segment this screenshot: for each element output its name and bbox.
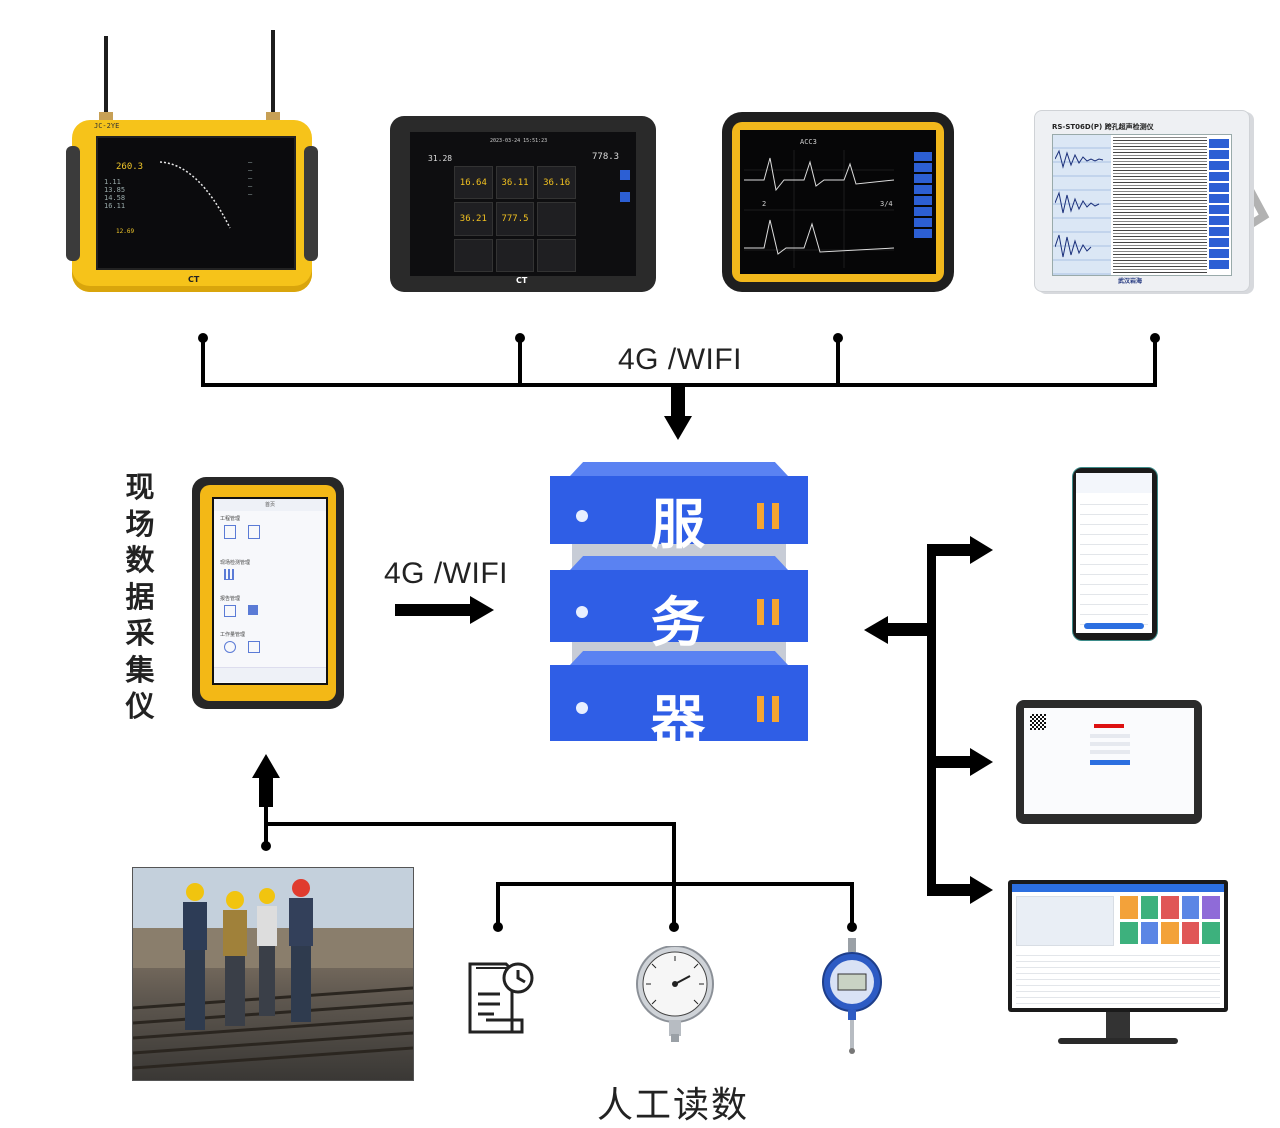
manual-reading-label: 人工读数 — [597, 1085, 750, 1126]
app-section: 报告管理 — [220, 596, 241, 602]
device-oscilloscope: ACC3 2 3/4 — [722, 112, 954, 292]
server-drive-bars-icon — [757, 503, 779, 529]
cell: 36.16 — [537, 166, 576, 200]
device-screen: ACC3 2 3/4 — [740, 130, 936, 274]
chart-icon — [224, 569, 234, 580]
readout: 2 — [762, 200, 767, 208]
arrow-manual-to-collector — [252, 754, 280, 807]
waveform-plot — [1055, 149, 1104, 258]
cell — [537, 202, 576, 236]
collector-label-char: 现 — [125, 470, 155, 504]
site-photo — [132, 867, 414, 1081]
check-icon — [224, 605, 236, 617]
qr-code-icon — [1030, 714, 1046, 730]
site-workers-image — [133, 868, 413, 1070]
collector-label-char: 采 — [125, 616, 155, 650]
arrow-collector-to-server — [395, 596, 494, 624]
device-datetime: 2023-03-24 15:51:23 — [490, 138, 548, 144]
arrow-bus-to-server — [664, 385, 692, 440]
collector-label: 现 场 数 据 采 集 仪 — [118, 470, 162, 724]
collector-label-char: 仪 — [125, 689, 155, 723]
reading: 31.28 — [428, 154, 453, 163]
document-clock-icon — [468, 962, 534, 1034]
collector-label-char: 集 — [125, 652, 155, 687]
pressure-gauge-icon — [636, 946, 714, 1042]
cell: 16.64 — [454, 166, 493, 200]
cell — [454, 238, 493, 272]
calendar-icon — [248, 641, 260, 653]
gear-icon — [224, 641, 236, 653]
top-bus-nodes — [198, 333, 1160, 343]
server-led-icon — [576, 606, 588, 618]
cell: 777.5 — [495, 202, 535, 236]
dial-indicator-icon — [822, 938, 882, 1054]
reading: 778.3 — [592, 152, 620, 162]
device-brand: JC-2YE — [94, 122, 120, 130]
server-drive-bars-icon — [757, 696, 779, 722]
manual-tree-nodes — [261, 841, 857, 932]
curve-plot — [159, 161, 231, 229]
device-ultrasonic: RS-ST06D(P) 跨孔超声检测仪 武汉岩海 — [1034, 110, 1278, 292]
cell: 36.21 — [454, 202, 493, 236]
device-rugged-tablet: 2023-03-24 15:51:23 31.28 778.3 16.64 36… — [390, 116, 656, 292]
network-label-top: 4G /WIFI — [618, 343, 742, 376]
collector-label-char: 场 — [125, 506, 155, 541]
device-screen: 首页 工程管理 现场检测管理 报告管理 工作量管理 — [212, 497, 328, 685]
device-title: RS-ST06D(P) 跨孔超声检测仪 — [1052, 123, 1154, 131]
list-icon — [224, 525, 236, 539]
network-label-side: 4G /WIFI — [384, 557, 508, 590]
device-screen — [1052, 134, 1232, 276]
ct-logo-icon: CT — [516, 276, 528, 285]
check-icon — [248, 605, 258, 615]
app-section: 工程管理 — [220, 516, 241, 522]
ct-logo-icon: CT — [188, 275, 200, 284]
device-brand: 武汉岩海 — [1118, 278, 1143, 285]
antenna-icon — [271, 30, 275, 124]
collector-label-char: 数 — [125, 543, 155, 577]
device-screen — [1024, 708, 1194, 814]
reading: 260.3 — [116, 162, 144, 172]
cell — [537, 238, 576, 272]
device-screen: 2023-03-24 15:51:23 31.28 778.3 16.64 36… — [410, 132, 636, 276]
antenna-icon — [104, 36, 108, 124]
server-char: 服 — [651, 493, 705, 556]
cell — [495, 238, 535, 272]
manual-tree — [264, 806, 854, 927]
server-to-clients — [864, 536, 993, 904]
client-monitor — [1008, 880, 1228, 1056]
readout: 3/4 — [880, 200, 893, 208]
device-screen — [1012, 884, 1224, 1008]
server-led-icon — [576, 702, 588, 714]
cell: 36.11 — [495, 166, 535, 200]
readout: ACC3 — [800, 138, 817, 146]
app-section: 现场检测管理 — [220, 560, 251, 566]
server-char: 器 — [651, 689, 705, 752]
server-led-icon — [576, 510, 588, 522]
collector-label-char: 据 — [125, 579, 155, 614]
reading: 12.69 — [116, 228, 135, 235]
collector-tablet: 首页 工程管理 现场检测管理 报告管理 工作量管理 — [192, 477, 344, 709]
doc-icon — [248, 525, 260, 539]
client-tablet — [1016, 700, 1202, 824]
waveform-plot — [744, 150, 894, 268]
app-section: 工作量管理 — [220, 632, 246, 638]
device-screen — [1076, 473, 1152, 633]
app-header: 首页 — [214, 499, 326, 511]
server-char: 务 — [651, 591, 705, 654]
client-phone — [1072, 467, 1158, 641]
server-drive-bars-icon — [757, 599, 779, 625]
